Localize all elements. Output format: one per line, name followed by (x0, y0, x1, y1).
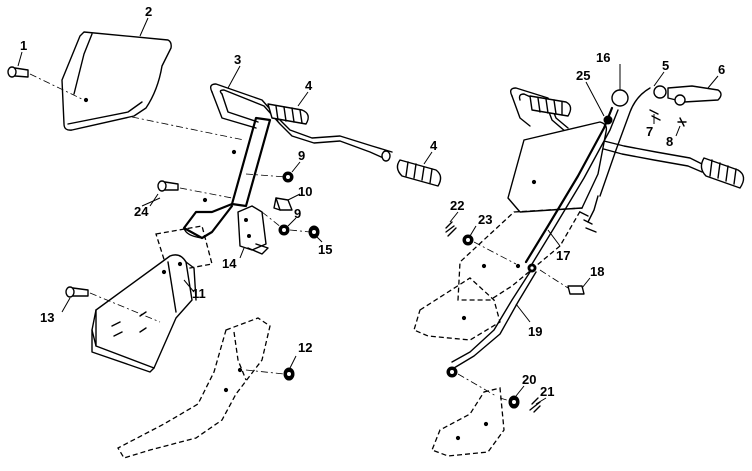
part-9-nut-lower (278, 224, 290, 236)
grip-right-upper (529, 95, 572, 117)
part-12-nut (245, 367, 295, 381)
callout-2: 2 (145, 4, 152, 19)
lower-right-bracket (431, 373, 505, 457)
part-6-lever (653, 85, 722, 106)
axis-line (131, 116, 245, 141)
axis-line (289, 229, 311, 233)
callout-3: 3 (234, 52, 241, 67)
callout-9-upper: 9 (298, 148, 305, 163)
part-9-nut-upper (282, 171, 294, 183)
part-10-clip (273, 197, 293, 211)
callout-5: 5 (662, 58, 669, 73)
part-22-pin (445, 221, 457, 237)
grip-right-lower (700, 157, 745, 189)
part-23-washer (462, 234, 517, 265)
callout-10: 10 (298, 184, 312, 199)
lower-frame-dashed (117, 317, 271, 459)
callout-25: 25 (576, 68, 590, 83)
callout-1: 1 (20, 38, 27, 53)
callout-8: 8 (666, 134, 673, 149)
callout-18: 18 (590, 264, 604, 279)
callout-12: 12 (298, 340, 312, 355)
part-15-washer (308, 225, 320, 239)
callout-14: 14 (222, 256, 237, 271)
part-25-clip (603, 115, 613, 125)
callout-7: 7 (646, 124, 653, 139)
part-2-panel (61, 31, 172, 131)
part-1-bolt (7, 66, 85, 101)
right-column-dashed (413, 207, 584, 341)
part-4-grip-right (396, 159, 442, 187)
part-20-washer (499, 395, 520, 409)
callout-23: 23 (478, 212, 492, 227)
part-4-grip-left (267, 103, 309, 125)
part-8-screw (677, 117, 687, 127)
callout-9-lower: 9 (294, 206, 301, 221)
callout-22: 22 (450, 198, 464, 213)
part-21-pin (529, 397, 541, 413)
callout-15: 15 (318, 242, 332, 257)
part-5-cable (579, 87, 651, 233)
part-13-bolt (65, 286, 161, 323)
right-panel (507, 121, 608, 213)
part-3-handlebar (182, 83, 393, 240)
part-14-bracket (237, 205, 283, 255)
callout-13: 13 (40, 310, 54, 325)
part-18-bolt (539, 269, 585, 295)
callout-11: 11 (192, 286, 206, 301)
axis-line (245, 173, 287, 178)
callout-6: 6 (718, 62, 725, 77)
callout-4-right: 4 (430, 138, 438, 153)
part-19-rod (446, 263, 537, 378)
part-16-knob (611, 89, 629, 107)
part-11-mount (91, 254, 197, 373)
callout-21: 21 (540, 384, 554, 399)
callout-24: 24 (134, 204, 149, 219)
part-7-spring (649, 109, 661, 121)
callout-20: 20 (522, 372, 536, 387)
part-24-bolt (157, 180, 233, 199)
callout-labels: 1 2 3 4 4 9 10 9 15 14 24 11 12 13 16 25… (20, 4, 725, 399)
callout-19: 19 (528, 324, 542, 339)
callout-17: 17 (556, 248, 570, 263)
callout-16: 16 (596, 50, 610, 65)
leader-lines (17, 17, 719, 405)
callout-4-left: 4 (305, 78, 313, 93)
